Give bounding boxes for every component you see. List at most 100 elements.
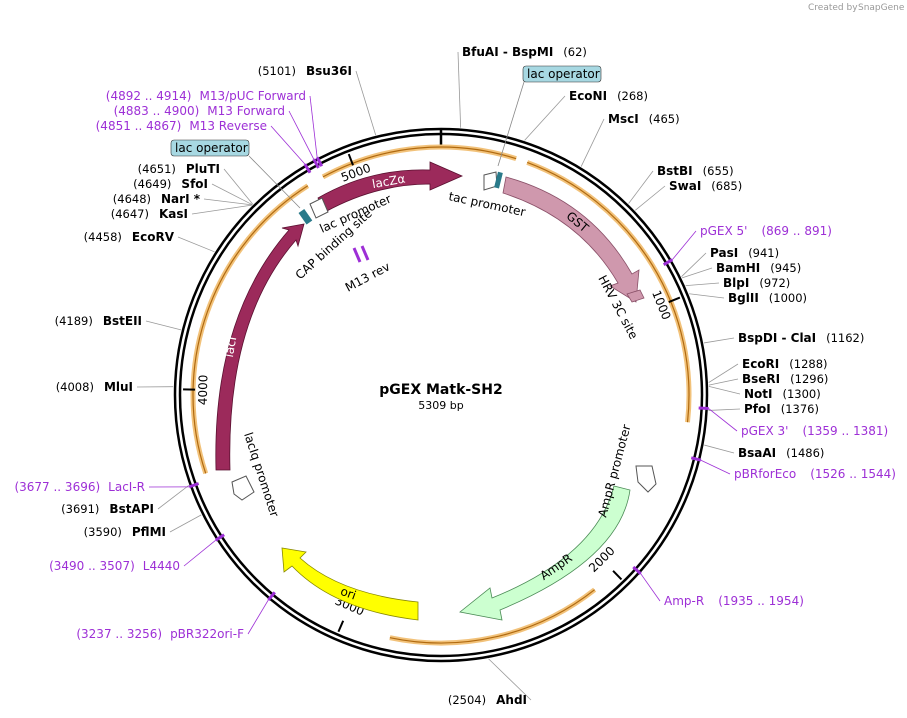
primer-range-5: (3490 .. 3507) — [49, 559, 135, 573]
site-pos-13: (1376) — [781, 402, 819, 416]
primer-name-9: M13/pUC Forward — [199, 89, 306, 103]
site-name-8: BglII — [728, 291, 759, 305]
site-leader-11 — [708, 378, 739, 386]
ampr-promoter-feature[interactable] — [635, 465, 657, 493]
primer-label-4[interactable]: (3237 .. 3256)pBR322ori-F — [76, 627, 244, 641]
site-pos-4: (685) — [711, 179, 742, 193]
lac-operator-block-right[interactable] — [494, 171, 503, 189]
ampr-feature[interactable] — [459, 485, 631, 621]
primer-label-8[interactable]: (4883 .. 4900)M13 Forward — [114, 104, 285, 118]
site-leader-24 — [223, 168, 254, 205]
primer-leader-3 — [640, 573, 661, 602]
primer-range-0: (869 .. 891) — [761, 224, 831, 238]
site-label-3[interactable]: BstBI(655) — [657, 164, 734, 178]
site-label-9[interactable]: BspDI - ClaI(1162) — [738, 331, 864, 345]
site-label-13[interactable]: PfoI(1376) — [744, 402, 819, 416]
hrv-3c-site-feature[interactable] — [626, 289, 645, 303]
site-leader-0 — [457, 51, 462, 128]
site-label-19[interactable]: (4189) BstEII — [55, 314, 142, 328]
site-name-9: BspDI - ClaI — [738, 331, 816, 345]
ori-feature[interactable] — [281, 547, 419, 621]
primer-mark-9 — [315, 156, 324, 167]
primer-label-7[interactable]: (4851 .. 4867)M13 Reverse — [96, 119, 267, 133]
site-label-8[interactable]: BglII (1000) — [728, 291, 807, 305]
laci-label: lacI — [222, 336, 239, 359]
site-name-23: SfoI — [181, 177, 208, 191]
m13-rev-primer-a[interactable] — [352, 247, 362, 263]
primer-mark-6 — [188, 482, 200, 489]
site-leader-6 — [681, 267, 713, 279]
site-pos-14: (1486) — [786, 446, 824, 460]
site-pos-15: (2504) — [448, 693, 486, 707]
laci-feature[interactable] — [215, 223, 305, 471]
site-label-10[interactable]: EcoRI(1288) — [742, 357, 828, 371]
site-label-5[interactable]: PasI(941) — [710, 246, 779, 260]
primer-range-6: (3677 .. 3696) — [14, 480, 100, 494]
site-pos-19: (4189) — [55, 314, 93, 328]
site-label-2[interactable]: MscI(465) — [608, 112, 680, 126]
site-label-17[interactable]: (3691)BstAPI — [61, 502, 154, 516]
site-pos-11: (1296) — [790, 372, 828, 386]
primer-mark-5 — [214, 533, 225, 542]
site-label-0[interactable]: BfuAI - BspMI(62) — [462, 45, 587, 59]
primer-label-0[interactable]: pGEX 5'(869 .. 891) — [700, 224, 832, 238]
primer-label-3[interactable]: Amp-R(1935 .. 1954) — [664, 594, 804, 608]
site-label-15[interactable]: (2504) AhdI — [448, 693, 527, 707]
primer-label-5[interactable]: (3490 .. 3507)L4440 — [49, 559, 180, 573]
site-label-11[interactable]: BseRI(1296) — [742, 372, 828, 386]
primer-name-6: LacI-R — [108, 480, 145, 494]
site-leader-22 — [203, 198, 253, 206]
site-name-7: BlpI — [723, 276, 749, 290]
site-pos-8: (1000) — [769, 291, 807, 305]
site-name-15: AhdI — [496, 693, 527, 707]
site-leader-21 — [191, 204, 252, 215]
site-label-24[interactable]: (4651)PluTI — [138, 162, 220, 176]
site-name-12: NotI — [744, 387, 773, 401]
m13-rev-primer-b[interactable] — [360, 245, 370, 261]
site-label-22[interactable]: (4648)NarI * — [113, 192, 201, 206]
site-label-6[interactable]: BamHI(945) — [716, 261, 801, 275]
site-label-23[interactable]: (4649)SfoI — [133, 177, 208, 191]
site-leader-9 — [703, 337, 735, 344]
site-leader-3 — [628, 170, 654, 204]
restriction-sites: BfuAI - BspMI(62) EcoNI(268) MscI(465) BstB… — [55, 45, 865, 707]
site-label-16[interactable]: (3590)PflMI — [84, 525, 166, 539]
site-label-21[interactable]: (4647)KasI — [111, 207, 188, 221]
site-name-24: PluTI — [186, 162, 220, 176]
primer-label-6[interactable]: (3677 .. 3696) LacI-R — [14, 480, 145, 494]
orf-arcs — [190, 144, 692, 646]
site-label-20[interactable]: (4458)EcoRV — [84, 230, 175, 244]
primer-leader-1 — [708, 408, 738, 432]
lac-operator-top[interactable]: lac operator — [522, 65, 602, 83]
lacz-alpha-feature[interactable] — [317, 161, 463, 213]
primer-label-1[interactable]: pGEX 3'(1359 .. 1381) — [741, 424, 888, 438]
site-label-7[interactable]: BlpI(972) — [723, 276, 790, 290]
site-leader-13 — [708, 408, 741, 411]
lac-operator-block-left[interactable] — [298, 208, 313, 225]
site-name-3: BstBI — [657, 164, 693, 178]
site-name-21: KasI — [159, 207, 188, 221]
tick-1000 — [668, 296, 681, 304]
site-label-1[interactable]: EcoNI(268) — [569, 89, 648, 103]
primer-leader-9 — [309, 95, 318, 158]
site-label-12[interactable]: NotI(1300) — [744, 387, 821, 401]
site-name-19: BstEII — [103, 314, 142, 328]
plasmid-name: pGEX Matk-SH2 — [379, 382, 502, 398]
primer-leader-7 — [270, 125, 306, 165]
laciq-promoter-feature[interactable] — [231, 475, 255, 501]
site-label-14[interactable]: BsaAI(1486) — [738, 446, 824, 460]
lac-promoter-feature[interactable] — [309, 197, 329, 219]
orf-arc-line-1 — [527, 161, 690, 423]
primer-label-2[interactable]: pBRforEco(1526 .. 1544) — [734, 467, 896, 481]
lac-operator-left[interactable]: lac operator — [170, 139, 250, 157]
site-name-1: EcoNI — [569, 89, 607, 103]
site-label-4[interactable]: SwaI(685) — [669, 179, 742, 193]
site-leader-10 — [708, 363, 739, 383]
site-leader-7 — [685, 282, 720, 287]
gst-feature[interactable] — [502, 176, 640, 303]
primer-label-9[interactable]: (4892 .. 4914)M13/pUC Forward — [106, 89, 306, 103]
site-label-18[interactable]: (4008)MluI — [56, 380, 133, 394]
site-label-25[interactable]: (5101)Bsu36I — [258, 64, 352, 78]
primer-leader-0 — [672, 230, 697, 260]
primer-mark-7 — [303, 163, 312, 174]
